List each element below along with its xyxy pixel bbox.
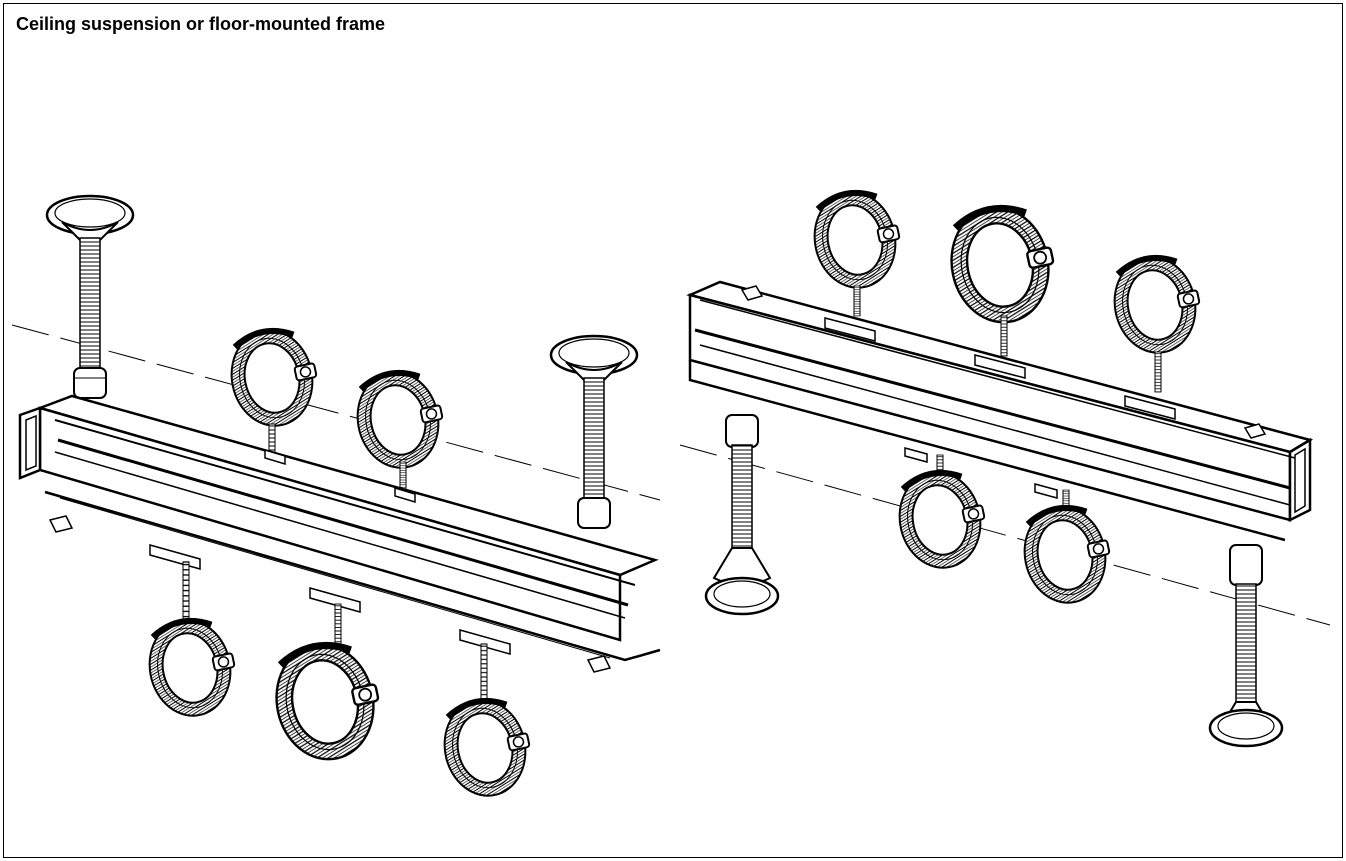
axis-lines [11, 324, 1331, 626]
left-rod-2 [549, 334, 639, 529]
right-rod-1 [704, 414, 780, 616]
right-assembly [686, 184, 1314, 748]
left-rod-1 [45, 194, 135, 399]
left-assembly [18, 194, 661, 803]
right-channel [686, 280, 1314, 542]
right-rod-2 [1208, 544, 1284, 748]
figure-frame [3, 3, 1343, 858]
right-bottom-clamps [891, 454, 1118, 610]
left-channel [18, 394, 661, 673]
figure-title: Ceiling suspension or floor-mounted fram… [16, 14, 386, 34]
